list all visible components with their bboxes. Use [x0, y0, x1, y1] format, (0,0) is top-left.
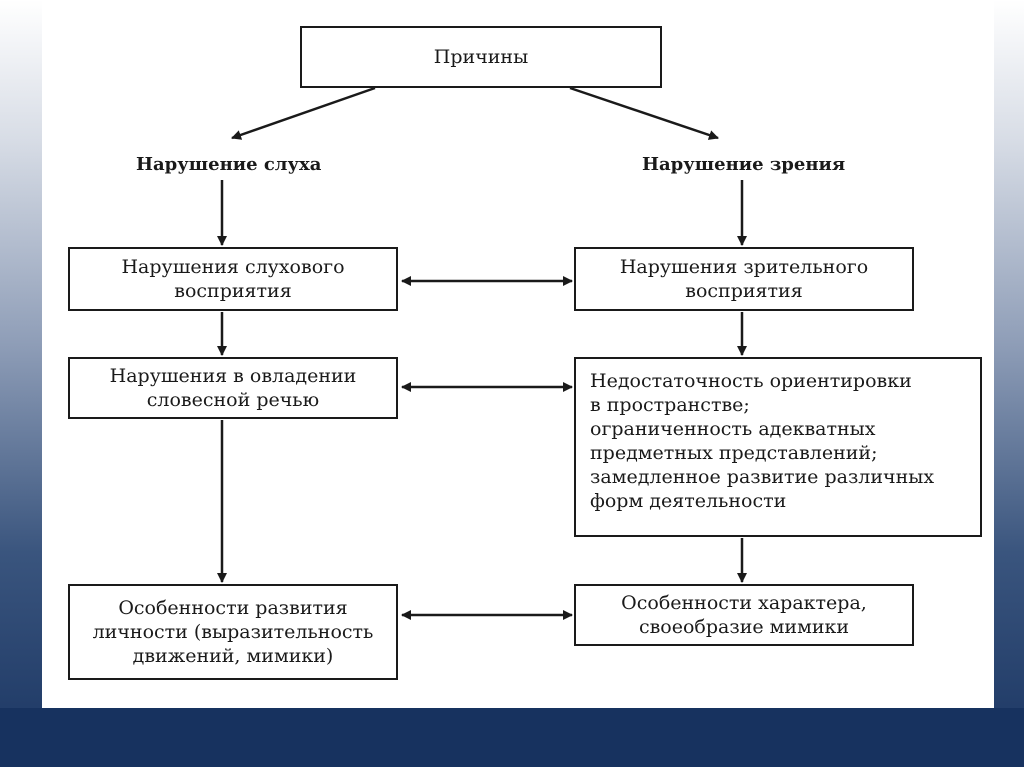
auditory-perception-box: Нарушения слухового восприятия — [68, 247, 398, 311]
orientation-text: Недостаточность ориентировки в пространс… — [590, 370, 935, 512]
speech-box: Нарушения в овладении словесной речью — [68, 357, 398, 419]
personality-box: Особенности развития личности (выразител… — [68, 584, 398, 680]
orientation-box: Недостаточность ориентировки в пространс… — [574, 357, 982, 537]
auditory-perception-text: Нарушения слухового восприятия — [121, 256, 345, 302]
visual-perception-box: Нарушения зрительного восприятия — [574, 247, 914, 311]
speech-text: Нарушения в овладении словесной речью — [109, 365, 357, 411]
character-text: Особенности характера, своеобразие мимик… — [621, 592, 867, 638]
root-box: Причины — [300, 26, 662, 88]
arrow-root-to-hearing — [231, 86, 376, 140]
vision-branch-label: Нарушение зрения — [642, 154, 846, 175]
visual-perception-text: Нарушения зрительного восприятия — [619, 256, 869, 302]
root-label: Причины — [433, 46, 529, 68]
hearing-branch-label: Нарушение слуха — [136, 154, 322, 175]
arrow-root-to-vision — [569, 86, 719, 140]
slide-bottom-bar — [0, 708, 1024, 767]
character-box: Особенности характера, своеобразие мимик… — [574, 584, 914, 646]
personality-text: Особенности развития личности (выразител… — [92, 597, 374, 667]
